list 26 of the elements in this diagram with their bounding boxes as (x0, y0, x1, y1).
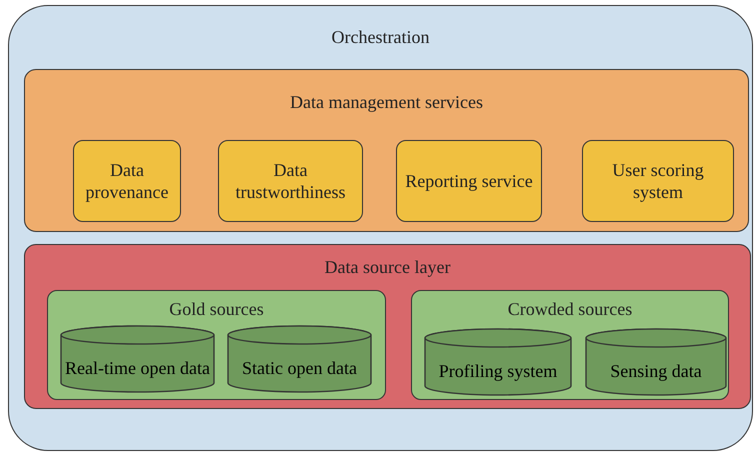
node-label: Data provenance (84, 159, 170, 203)
node-label: User scoring system (611, 159, 705, 203)
source-group-panel (411, 290, 729, 400)
node-label: Profiling system (438, 361, 558, 381)
service-box (582, 140, 734, 222)
node-label: Sensing data (610, 361, 702, 381)
service-box (73, 140, 181, 222)
group-title: Data management services (290, 91, 483, 113)
group-title: Gold sources (169, 298, 264, 320)
node-label: Real-time open data (65, 358, 210, 378)
group-title: Orchestration (332, 26, 430, 48)
node-label: Static open data (242, 358, 357, 378)
node-label: Reporting service (405, 170, 533, 192)
service-box (218, 140, 363, 222)
group-title: Crowded sources (508, 298, 632, 320)
node-label: Data trustworthiness (234, 159, 346, 203)
group-title: Data source layer (324, 256, 450, 278)
database-cylinder (227, 325, 372, 393)
service-box (396, 140, 542, 222)
database-cylinder (60, 325, 215, 393)
outer-panel (8, 5, 753, 451)
database-cylinder (424, 328, 572, 396)
database-cylinder (585, 328, 727, 396)
service-panel (24, 69, 749, 232)
layer-panel (24, 244, 751, 409)
source-group-panel (47, 290, 386, 400)
